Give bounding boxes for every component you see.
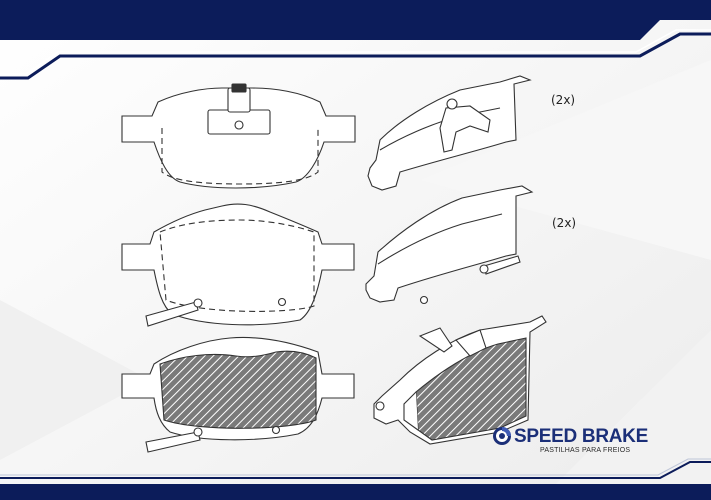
quantity-label: (2x) [551, 93, 576, 107]
brand-name: SPEED BRAKE [514, 426, 648, 447]
bg-facet [420, 60, 711, 260]
brake-disc-logo-icon [493, 427, 511, 445]
pad-back-view-2 [365, 185, 534, 305]
pad-front-view-3 [121, 336, 355, 453]
bg-facet [540, 330, 711, 500]
pad-3d-view [373, 315, 547, 445]
top-banner [0, 0, 711, 80]
pad-front-view-1 [121, 83, 356, 189]
pad-back-view-1 [367, 75, 532, 191]
quantity-label: (2x) [552, 216, 577, 230]
bottom-banner [0, 458, 711, 500]
bg-facet [0, 300, 150, 460]
brand-tagline: PASTILHAS PARA FREIOS [540, 447, 631, 454]
pad-front-view-2 [121, 203, 355, 327]
